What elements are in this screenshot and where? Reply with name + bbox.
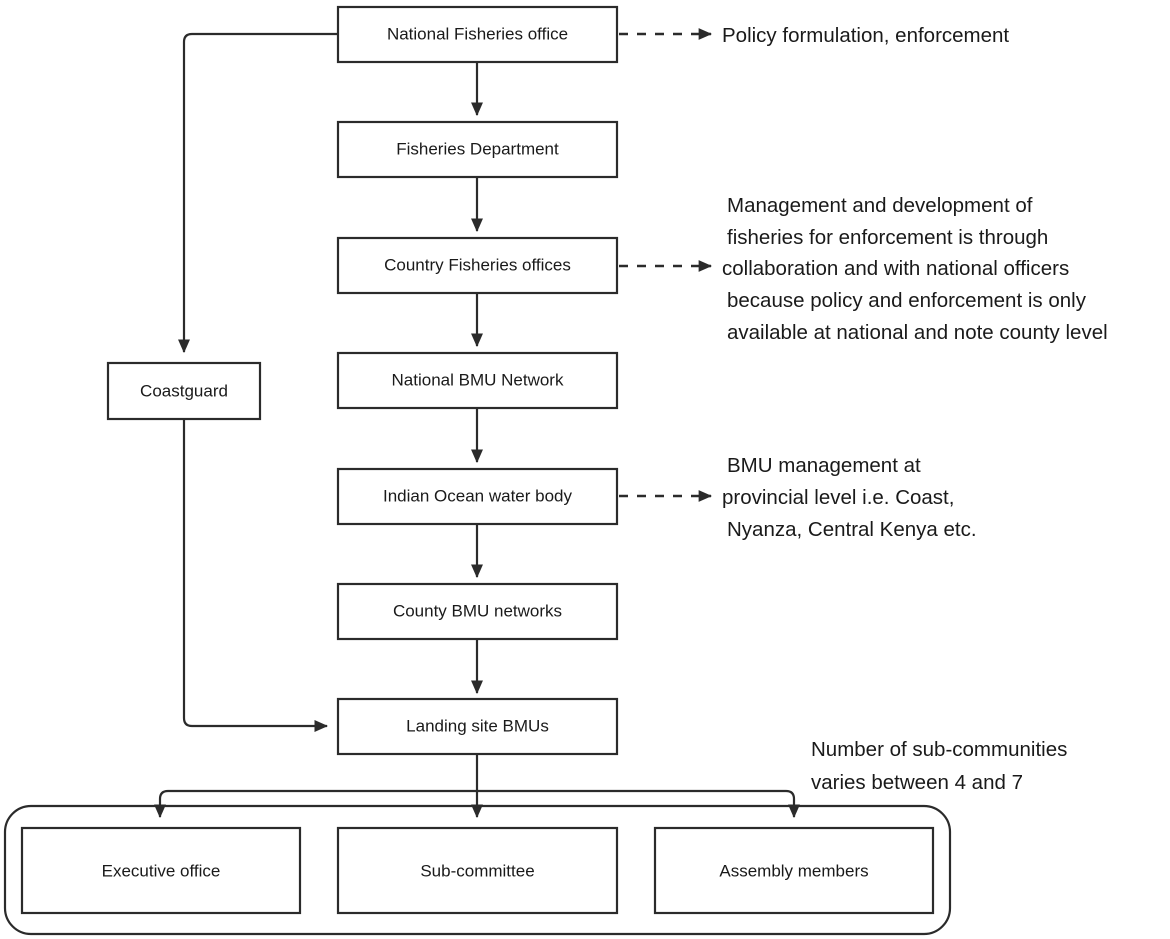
node-label: Executive office: [102, 861, 221, 880]
node-label: National BMU Network: [392, 370, 564, 389]
node-national-bmu-network[interactable]: National BMU Network: [336, 351, 619, 410]
management-annotation-line-4: because policy and enforcement is only: [727, 289, 1087, 312]
management-annotation: Management and development of fisheries …: [722, 194, 1108, 344]
node-assembly-members[interactable]: Assembly members: [653, 826, 935, 915]
edge-bus-to-assembly-members: [477, 789, 801, 819]
node-box[interactable]: [20, 826, 302, 915]
node-label: Assembly members: [719, 861, 868, 880]
node-landing-site-bmus[interactable]: Landing site BMUs: [336, 697, 619, 756]
node-box[interactable]: [336, 582, 619, 641]
node-label: Indian Ocean water body: [383, 486, 573, 505]
node-indian-ocean-water-body[interactable]: Indian Ocean water body: [336, 467, 619, 526]
node-county-bmu-networks[interactable]: County BMU networks: [336, 582, 619, 641]
node-label: County BMU networks: [393, 601, 562, 620]
node-box[interactable]: [336, 351, 619, 410]
node-label: Landing site BMUs: [406, 716, 549, 735]
node-box[interactable]: [653, 826, 935, 915]
management-annotation-line-3: collaboration and with national officers: [722, 257, 1069, 280]
bmu-management-annotation-line-2: provincial level i.e. Coast,: [722, 486, 954, 509]
sub-communities-annotation-line-1: Number of sub-communities: [811, 738, 1067, 761]
management-annotation-line-1: Management and development of: [727, 194, 1033, 217]
node-sub-committee[interactable]: Sub-committee: [336, 826, 619, 915]
sub-communities-annotation-line-2: varies between 4 and 7: [811, 771, 1023, 794]
node-box[interactable]: [336, 5, 619, 64]
edge-bus-to-executive-office: [153, 789, 477, 819]
node-box[interactable]: [106, 361, 262, 421]
node-label: Country Fisheries offices: [384, 255, 571, 274]
bmu-management-annotation-line-3: Nyanza, Central Kenya etc.: [727, 518, 977, 541]
node-label: Fisheries Department: [396, 139, 559, 158]
fanout-bus-edges: [153, 755, 801, 819]
sub-communities-group-container: [3, 804, 952, 936]
node-label: National Fisheries office: [387, 24, 568, 43]
node-national-fisheries-office[interactable]: National Fisheries office: [336, 5, 619, 64]
node-box[interactable]: [336, 236, 619, 295]
policy-annotation: Policy formulation, enforcement: [722, 24, 1009, 47]
coastguard-routing-edges: [177, 32, 338, 733]
bmu-management-annotation: BMU management at provincial level i.e. …: [722, 454, 977, 541]
node-country-fisheries-offices[interactable]: Country Fisheries offices: [336, 236, 619, 295]
node-executive-office[interactable]: Executive office: [20, 826, 302, 915]
node-box[interactable]: [336, 467, 619, 526]
policy-annotation-line-1: Policy formulation, enforcement: [722, 24, 1009, 47]
edge-coastguard-to-landing-site: [182, 419, 329, 733]
edge-nfo-to-coastguard: [177, 32, 338, 354]
annotation-connectors: [619, 28, 713, 502]
node-label: Sub-committee: [420, 861, 534, 880]
node-box[interactable]: [336, 697, 619, 756]
sub-communities-annotation: Number of sub-communities varies between…: [811, 738, 1067, 794]
node-coastguard[interactable]: Coastguard: [106, 361, 262, 421]
management-annotation-line-5: available at national and note county le…: [727, 321, 1108, 344]
node-box[interactable]: [336, 826, 619, 915]
node-label: Coastguard: [140, 381, 228, 400]
management-annotation-line-2: fisheries for enforcement is through: [727, 226, 1048, 249]
node-box[interactable]: [336, 120, 619, 179]
node-fisheries-department[interactable]: Fisheries Department: [336, 120, 619, 179]
bmu-management-annotation-line-1: BMU management at: [727, 454, 921, 477]
